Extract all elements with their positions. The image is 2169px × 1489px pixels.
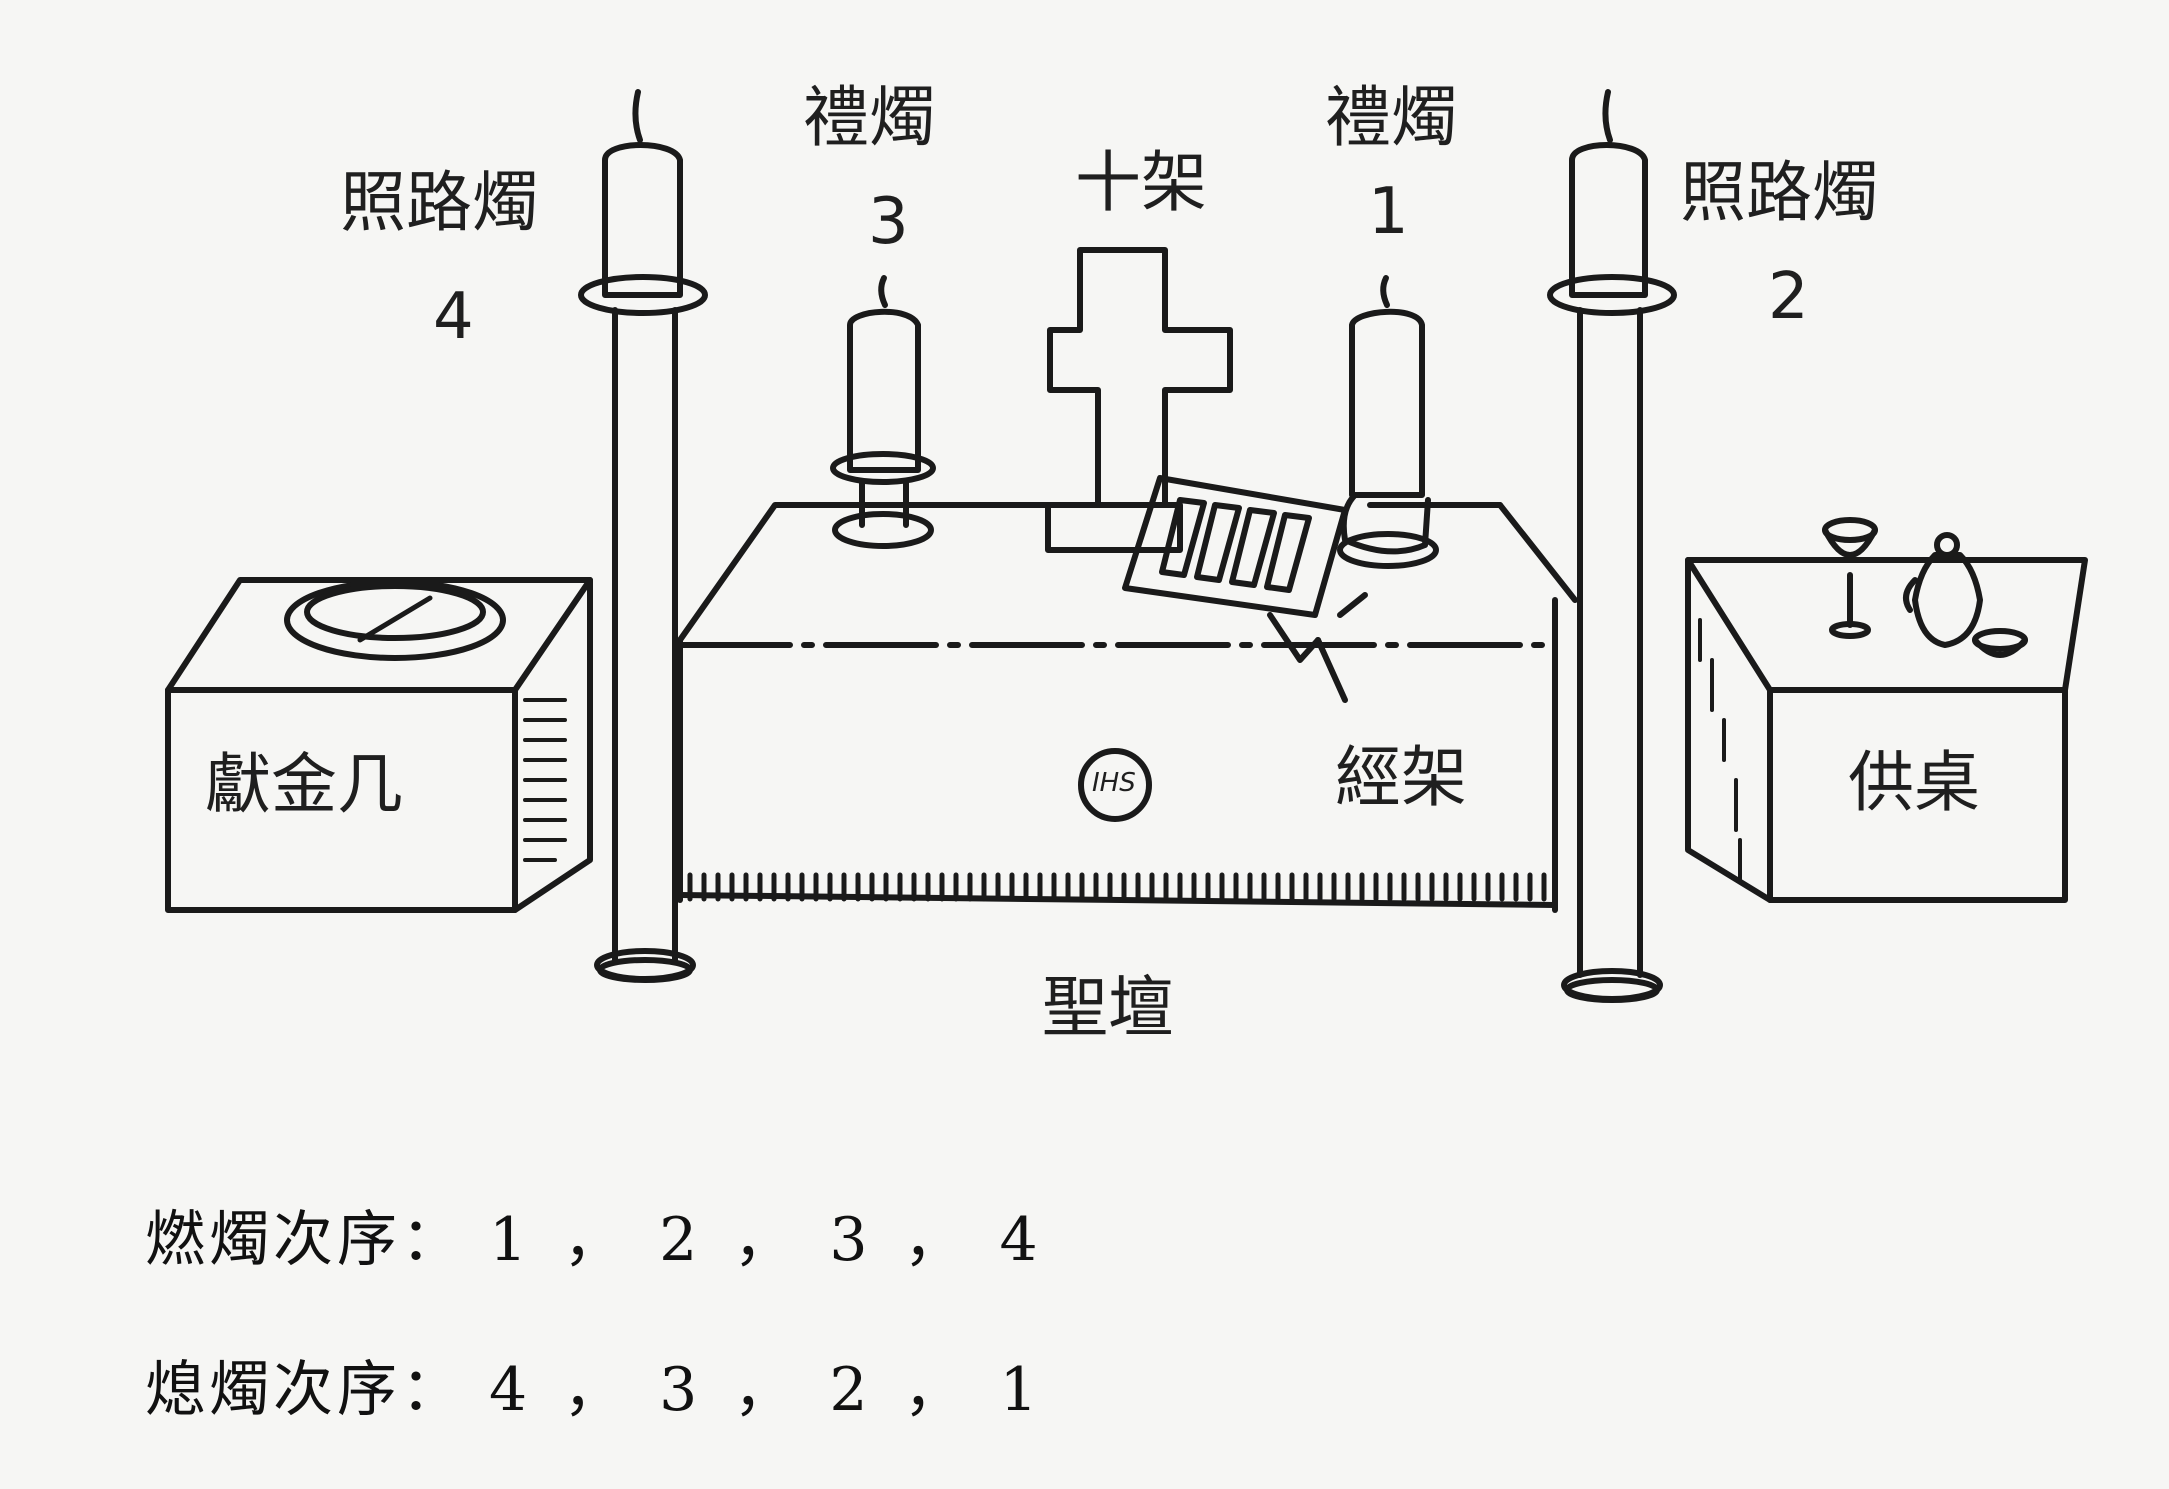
path-candle-4-label: 照路燭 bbox=[340, 164, 538, 241]
rite-candle-3 bbox=[830, 275, 936, 549]
ihs-emblem bbox=[1078, 748, 1152, 822]
lighting-sequence-values: 1，2，3，4 bbox=[489, 1205, 1074, 1275]
offering-table-label: 供桌 bbox=[1848, 744, 1980, 821]
altar-fringe bbox=[687, 872, 1547, 902]
chalice bbox=[1822, 517, 1878, 639]
path-candle-4-number: 4 bbox=[433, 280, 474, 354]
rite-candle-1 bbox=[1337, 275, 1439, 569]
offering-table bbox=[1685, 517, 2088, 903]
extinguish-sequence-label: 熄燭次序： bbox=[145, 1355, 465, 1425]
rite-candle-3-number: 3 bbox=[868, 185, 909, 259]
lighting-sequence-label: 燃燭次序： bbox=[145, 1205, 465, 1275]
offering-stand bbox=[165, 577, 593, 913]
rite-candle-1-label: 禮燭 bbox=[1325, 79, 1457, 156]
bread-bowl bbox=[1972, 628, 2028, 658]
path-candle-2-number: 2 bbox=[1768, 260, 1809, 334]
cross bbox=[1045, 247, 1233, 553]
extinguish-sequence: 熄燭次序：4，3，2，1 bbox=[145, 1360, 1074, 1420]
altar-label: 聖壇 bbox=[1042, 969, 1174, 1046]
rite-candle-3-label: 禮燭 bbox=[803, 79, 935, 156]
path-candle-4 bbox=[578, 89, 708, 983]
ihs-emblem-text: IHS bbox=[1092, 768, 1136, 798]
lighting-sequence: 燃燭次序：1，2，3，4 bbox=[145, 1210, 1074, 1270]
book-stand-label: 經架 bbox=[1335, 739, 1467, 816]
path-candle-2 bbox=[1547, 89, 1677, 1003]
extinguish-sequence-values: 4，3，2，1 bbox=[489, 1355, 1074, 1425]
altar bbox=[677, 502, 1578, 913]
cross-label: 十架 bbox=[1075, 144, 1207, 221]
book-stand bbox=[1122, 475, 1368, 703]
wine-flagon bbox=[1903, 532, 1983, 648]
offering-stand-label: 獻金几 bbox=[205, 746, 403, 823]
path-candle-2-label: 照路燭 bbox=[1680, 154, 1878, 231]
rite-candle-1-number: 1 bbox=[1368, 175, 1409, 249]
